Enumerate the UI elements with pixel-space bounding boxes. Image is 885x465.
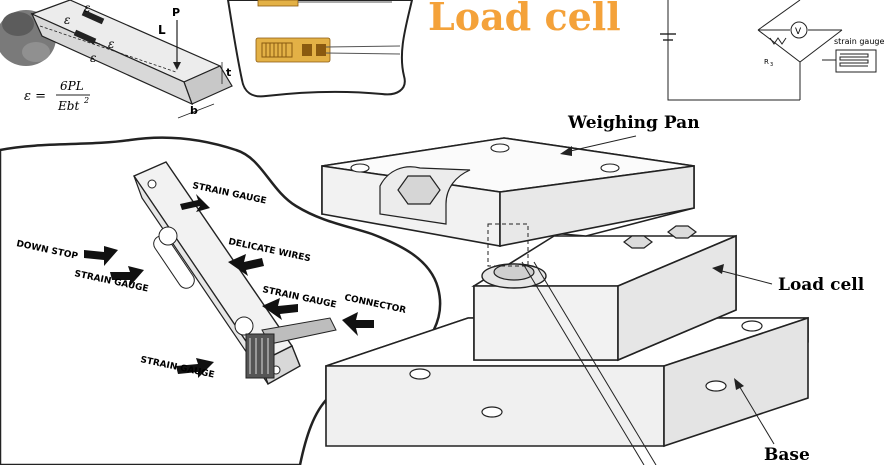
pointer-button: [521, 261, 645, 465]
hex-bolt-1: [623, 235, 653, 249]
arrow-delicate-wires: [228, 254, 264, 276]
voltmeter: [790, 21, 808, 39]
formula-exponent: 2: [83, 96, 89, 105]
pointer-button-2: [533, 261, 657, 465]
resistor-label: R: [764, 58, 769, 66]
arrow-down-stop: [84, 246, 118, 266]
arrow-strain-gauge-mid: [262, 298, 298, 320]
weighing-pan: [321, 137, 695, 267]
gauge-caption: strain gauge: [834, 37, 884, 46]
foil-gauge-bottom: [255, 37, 401, 63]
label-base: Base: [764, 445, 810, 465]
pointer-load-cell: [717, 269, 773, 285]
beam-gauge-top: [81, 9, 105, 25]
arrow-strain-gauge-bottom: [176, 358, 214, 378]
strain-formula: ε = 6PL Ebt 2: [24, 79, 90, 113]
force-label: P: [172, 6, 180, 19]
cantilever-beam: [30, 0, 233, 106]
pointer-weighing-pan: [565, 135, 637, 153]
voltmeter-label: V: [795, 27, 802, 37]
pointer-base: [737, 383, 775, 445]
load-cell-block: [471, 225, 737, 362]
foil-gauge-panel: [226, 0, 414, 98]
strain-label-4: ε: [90, 51, 96, 65]
strain-label-3: ε: [108, 37, 114, 51]
formula-lhs: ε =: [24, 89, 46, 104]
length-label: L: [158, 23, 166, 37]
bridge-circuit-panel: R 3 V strain gauge: [652, 0, 885, 104]
resistor-subscript: 3: [770, 62, 773, 68]
strain-label-1: ε: [84, 1, 90, 15]
hex-bolt-2: [667, 225, 697, 239]
beam-gauge-bottom: [73, 29, 97, 45]
pan-stud-dashed: [487, 223, 529, 267]
label-load-cell: Load cell: [778, 275, 865, 295]
sensor-connector: [245, 317, 337, 379]
pan-bolt: [397, 175, 441, 205]
load-cell-assembly: Weighing Pan Load cell Base: [321, 113, 865, 465]
thickness-label: t: [226, 66, 231, 79]
width-label: b: [190, 104, 198, 117]
arrow-strain-gauge-left: [110, 266, 144, 286]
arrow-strain-gauge-top: [180, 194, 210, 212]
label-weighing-pan: Weighing Pan: [567, 113, 700, 133]
diagram-title: Load cell: [428, 0, 621, 39]
strain-label-2: ε: [64, 13, 70, 27]
foil-gauge-top: [257, 0, 392, 7]
bridge-strain-gauge: [835, 49, 877, 73]
beam-panel: ε ε ε ε L P t b ε = 6PL Ebt 2: [0, 0, 237, 138]
formula-numerator: 6PL: [60, 79, 84, 93]
arrow-connector: [342, 312, 374, 336]
formula-denominator: Ebt: [57, 99, 79, 113]
